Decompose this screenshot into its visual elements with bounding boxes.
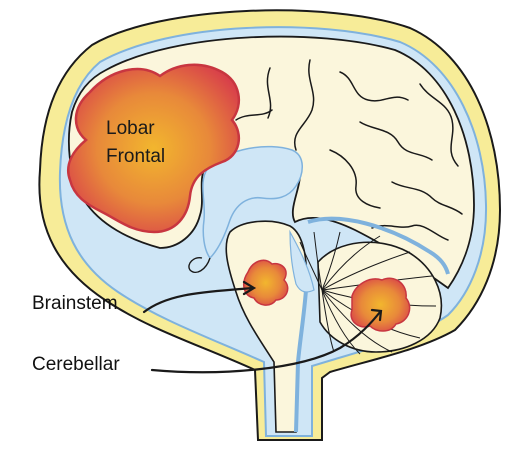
label-brainstem: Brainstem bbox=[32, 293, 118, 314]
label-lobar: Lobar bbox=[106, 118, 155, 139]
label-frontal: Frontal bbox=[106, 146, 165, 167]
cerebellar-hemorrhage bbox=[351, 278, 410, 331]
label-cerebellar: Cerebellar bbox=[32, 354, 120, 375]
